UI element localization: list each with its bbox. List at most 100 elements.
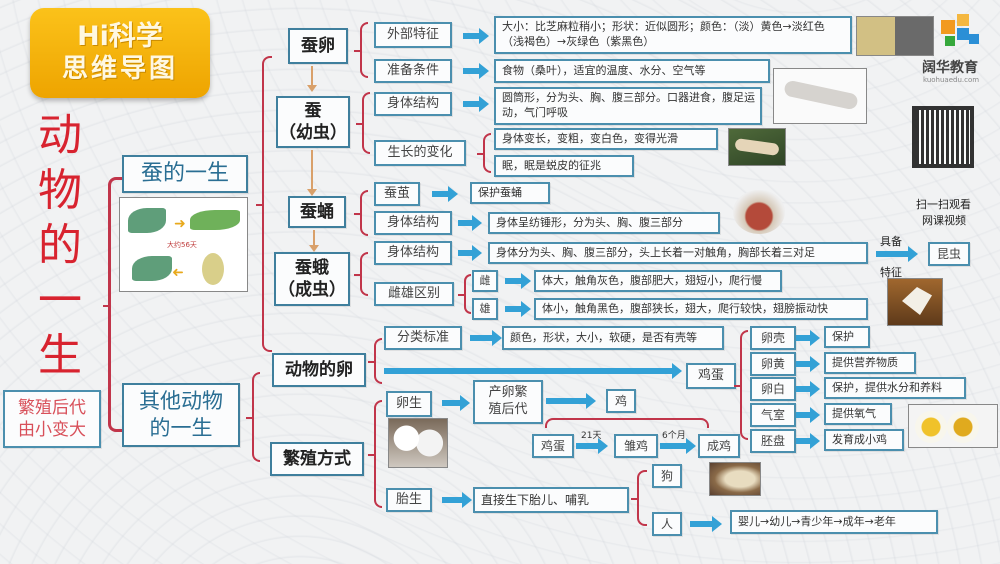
main-brace — [103, 177, 122, 432]
oviparous-detail-line2: 殖后代 — [488, 402, 528, 417]
arrow-icon — [505, 273, 531, 289]
arrow-icon — [463, 96, 489, 112]
pupa-body-structure-label[interactable]: 身体结构 — [374, 211, 452, 235]
sex-difference-label[interactable]: 雌雄区别 — [374, 282, 454, 306]
brand-logo-icon — [937, 12, 983, 54]
other-animals-line2: 的一生 — [149, 416, 213, 440]
viviparous-detail: 直接生下胎儿、哺乳 — [473, 487, 629, 513]
moth-body-structure-detail: 身体分为头、胸、腹三部分，头上长着一对触角，胸部长着三对足 — [488, 242, 868, 264]
stage-egg-node[interactable]: 蚕卵 — [288, 28, 348, 64]
badge-line2: 思维导图 — [61, 53, 178, 84]
egg-part-label[interactable]: 卵黄 — [750, 352, 796, 376]
egg-cross-section-image — [908, 404, 998, 448]
arrow-icon — [690, 516, 722, 532]
male-label[interactable]: 雄 — [472, 298, 498, 320]
main-title: 动 物 的 一 生 — [30, 108, 90, 383]
arrow-icon — [470, 330, 502, 346]
animal-eggs-node[interactable]: 动物的卵 — [272, 353, 366, 387]
chicken-egg-node[interactable]: 鸡蛋 — [686, 363, 736, 389]
qr-caption-line2: 网课视频 — [922, 214, 966, 227]
title-badge: Hi科学 思维导图 — [30, 8, 210, 98]
main-title-char: 物 — [38, 165, 82, 216]
moth-body-structure-label[interactable]: 身体结构 — [374, 241, 452, 265]
human-node[interactable]: 人 — [652, 512, 682, 536]
brand-url: kuohuaedu.com — [923, 76, 980, 84]
larva-photo — [728, 128, 786, 166]
pupa-photo — [733, 190, 785, 234]
egg-part-label[interactable]: 卵壳 — [750, 326, 796, 350]
human-life-detail: 婴儿→幼儿→青少年→成年→老年 — [730, 510, 938, 534]
larva-body-structure-label[interactable]: 身体结构 — [374, 92, 452, 116]
arrow-icon — [546, 393, 596, 409]
arrow-icon — [796, 433, 820, 449]
cycle-egg-node[interactable]: 鸡蛋 — [532, 434, 574, 458]
egg-part-label[interactable]: 气室 — [750, 403, 796, 427]
other-animals-brace — [246, 372, 260, 462]
feature-arrow-top-label: 具备 — [880, 235, 902, 248]
viviparous-label[interactable]: 胎生 — [386, 488, 432, 512]
silkworm-brace — [256, 56, 272, 352]
egg-external-features-label[interactable]: 外部特征 — [374, 22, 452, 48]
classification-label[interactable]: 分类标准 — [384, 326, 462, 350]
cycle-chick-node[interactable]: 雏鸡 — [614, 434, 658, 458]
feature-arrow — [876, 246, 918, 262]
brand-name: 阔华教育 — [922, 60, 978, 76]
egg-part-detail: 提供氧气 — [824, 403, 892, 425]
summary-line1: 繁殖后代 — [18, 397, 86, 418]
arrow-icon — [660, 438, 696, 454]
female-label[interactable]: 雌 — [472, 270, 498, 292]
cocoon-label[interactable]: 蚕茧 — [374, 182, 420, 206]
larva-body-structure-detail: 圆筒形，分为头、胸、腹三部分。口器进食，腹足运动，气门呼吸 — [494, 87, 762, 125]
main-title-char: 生 — [38, 330, 82, 381]
egg-part-label[interactable]: 卵白 — [750, 377, 796, 401]
egg-part-detail: 保护，提供水分和养料 — [824, 377, 966, 399]
growth-brace — [477, 133, 491, 173]
arrow-icon — [505, 301, 531, 317]
stage-pupa-node[interactable]: 蚕蛹 — [288, 196, 346, 228]
qr-caption-line1: 扫一扫观看 — [916, 198, 971, 211]
leaf-icon — [128, 208, 166, 233]
egg-brace — [354, 22, 368, 78]
egg-part-detail: 发育成小鸡 — [824, 429, 904, 451]
dog-node[interactable]: 狗 — [652, 464, 682, 488]
cycle-hen-node[interactable]: 成鸡 — [698, 434, 740, 458]
oviparous-detail: 产卵繁 殖后代 — [473, 380, 543, 424]
summary-box: 繁殖后代 由小变大 — [3, 390, 101, 448]
stage-arrow — [307, 150, 317, 196]
female-detail: 体大，触角灰色，腹部肥大，翅短小，爬行慢 — [534, 270, 782, 292]
insect-node[interactable]: 昆虫 — [928, 242, 970, 266]
cycle-caption: 大约56天 — [167, 241, 197, 249]
larva-growth-label[interactable]: 生长的变化 — [374, 140, 466, 166]
stage-arrow — [307, 66, 317, 92]
chick-photo — [388, 418, 448, 468]
pupa-brace — [354, 190, 368, 236]
arrow-icon — [463, 63, 489, 79]
other-animals-node[interactable]: 其他动物 的一生 — [122, 383, 240, 447]
main-title-char: 的 — [38, 220, 82, 271]
arrow-icon — [463, 28, 489, 44]
oviparous-label[interactable]: 卵生 — [386, 391, 432, 417]
arrow-icon — [796, 330, 820, 346]
moth-name-line1: 蚕蛾 — [295, 257, 329, 278]
cycle-arrow-label: 6个月 — [662, 431, 686, 441]
chicken-node[interactable]: 鸡 — [606, 389, 636, 413]
long-arrow-icon — [384, 363, 682, 379]
egg-conditions-label[interactable]: 准备条件 — [374, 59, 452, 83]
moth-photo — [887, 278, 943, 326]
arrow-icon — [442, 395, 470, 411]
egg-part-detail: 提供营养物质 — [824, 352, 916, 374]
egg-part-label[interactable]: 胚盘 — [750, 429, 796, 453]
leaf-icon — [190, 210, 240, 230]
cycle-arrow: ➜ — [172, 264, 184, 280]
eggs-brace — [368, 338, 382, 384]
stage-larva-node[interactable]: 蚕 （幼虫） — [276, 96, 350, 148]
silkworm-life-node[interactable]: 蚕的一生 — [122, 155, 248, 193]
leaf-icon — [132, 256, 172, 281]
egg-conditions-detail: 食物（桑叶），适宜的温度、水分、空气等 — [494, 59, 770, 83]
stage-moth-node[interactable]: 蚕蛾 （成虫） — [274, 252, 350, 306]
arrow-icon — [796, 407, 820, 423]
qr-code[interactable] — [912, 106, 974, 168]
arrow-icon — [432, 186, 458, 202]
reproduction-node[interactable]: 繁殖方式 — [270, 442, 364, 476]
feature-arrow-bottom-label: 特征 — [880, 266, 902, 279]
